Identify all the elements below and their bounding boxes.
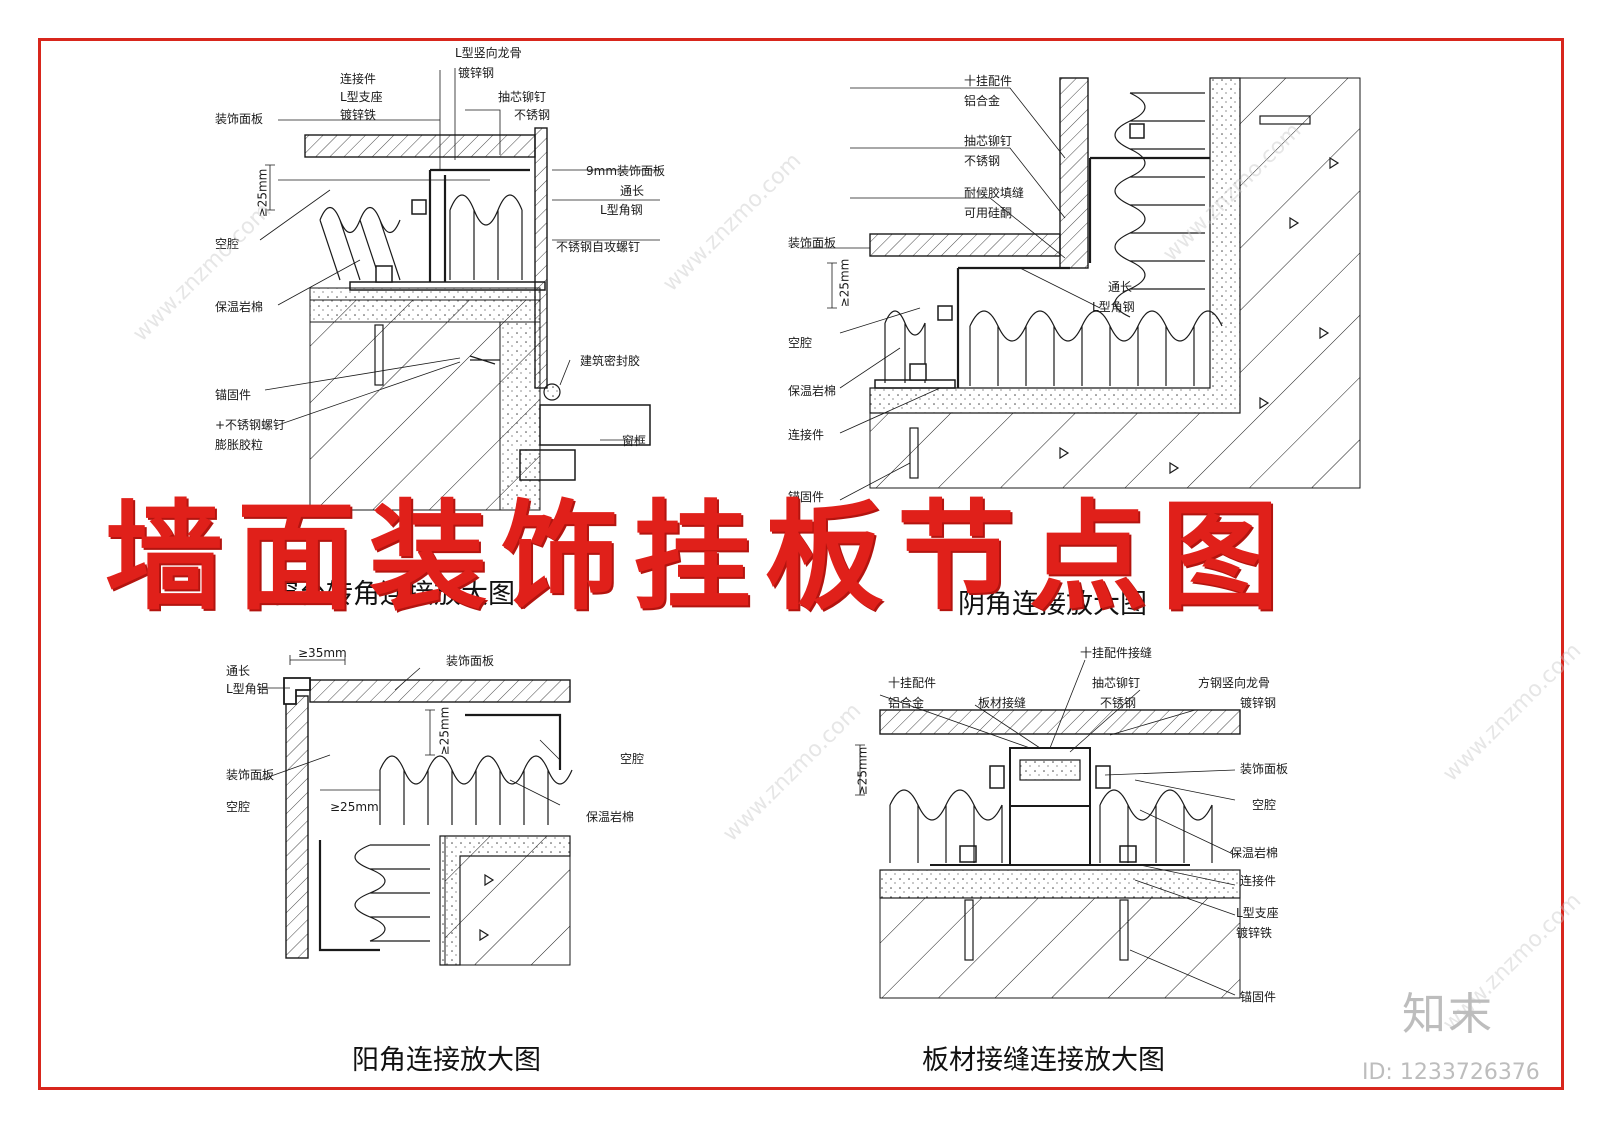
detail-window-sill-corner bbox=[259, 68, 660, 511]
label-blind-rivet: 抽芯铆钉 bbox=[498, 90, 547, 104]
label-expansion-plug: 膨胀胶粒 bbox=[215, 438, 264, 452]
label-gap-25mm-5: ≥25mm bbox=[855, 746, 870, 796]
label-stainless-2: 不锈钢 bbox=[964, 154, 1001, 168]
label-galvanized-iron-2: 镀锌铁 bbox=[1236, 926, 1273, 940]
label-decorative-panel: 装饰面板 bbox=[215, 112, 264, 126]
label-full-length-2: 通长 bbox=[1108, 280, 1133, 294]
detail-panel-joint bbox=[855, 659, 1241, 999]
label-tapping-screw: 不锈钢自攻螺钉 bbox=[556, 240, 641, 254]
label-cavity-2: 空腔 bbox=[788, 336, 813, 350]
label-anchor: 锚固件 bbox=[215, 388, 252, 402]
label-rock-wool-4: 保温岩棉 bbox=[1230, 846, 1279, 860]
label-connector-3: 连接件 bbox=[1240, 874, 1277, 888]
id-label: ID: 1233726376 bbox=[1362, 1060, 1540, 1085]
caption-panel-joint: 板材接缝连接放大图 bbox=[922, 1045, 1165, 1076]
label-rock-wool-3: 保温岩棉 bbox=[586, 810, 635, 824]
label-hanger-joint: 十挂配件接缝 bbox=[1080, 646, 1153, 660]
label-blind-rivet-3: 抽芯铆钉 bbox=[1092, 676, 1141, 690]
label-cavity-3: 空腔 bbox=[226, 800, 251, 814]
label-anchor-2: 锚固件 bbox=[788, 490, 825, 504]
label-connector: 连接件 bbox=[340, 72, 377, 86]
label-gap-35mm: ≥35mm bbox=[298, 646, 347, 660]
label-connector-2: 连接件 bbox=[788, 428, 825, 442]
label-rock-wool-2: 保温岩棉 bbox=[788, 384, 837, 398]
label-blind-rivet-2: 抽芯铆钉 bbox=[964, 134, 1013, 148]
brand-logo: 知末 bbox=[1402, 989, 1494, 1040]
label-9mm-panel: 9mm装饰面板 bbox=[586, 164, 666, 178]
label-l-support-2: L型支座 bbox=[1236, 906, 1279, 920]
label-l-angle-2: L型角钢 bbox=[1092, 300, 1135, 314]
label-l-angle-steel: L型角钢 bbox=[600, 203, 643, 217]
label-stainless-3: 不锈钢 bbox=[1100, 696, 1137, 710]
label-window-frame: 窗框 bbox=[622, 434, 647, 448]
label-silicone: 可用硅酮 bbox=[964, 206, 1013, 220]
label-gap-25mm-3: ≥25mm bbox=[437, 706, 452, 756]
detail-inner-corner bbox=[800, 77, 1361, 501]
label-aluminum-2: 铝合金 bbox=[888, 696, 925, 710]
label-l-keel: L型竖向龙骨 bbox=[455, 46, 522, 60]
label-galvanized-steel: 镀锌钢 bbox=[458, 66, 495, 80]
label-rock-wool: 保温岩棉 bbox=[215, 300, 264, 314]
label-full-length: 通长 bbox=[620, 184, 645, 198]
label-galvanized-steel-2: 镀锌钢 bbox=[1240, 696, 1277, 710]
label-panel-joint: 板材接缝 bbox=[978, 696, 1027, 710]
drawing-title: 墙面装饰挂板节点图 bbox=[105, 488, 1294, 626]
label-l-angle-aluminum: L型角铝 bbox=[226, 682, 269, 696]
label-l-support: L型支座 bbox=[340, 90, 383, 104]
label-decorative-panel-3: 装饰面板 bbox=[226, 768, 275, 782]
label-stainless-steel: 不锈钢 bbox=[514, 108, 551, 122]
label-cavity-5: 空腔 bbox=[1252, 798, 1277, 812]
label-galvanized-iron: 镀锌铁 bbox=[340, 108, 377, 122]
label-gap-25mm-2: ≥25mm bbox=[837, 258, 852, 308]
label-ss-screw: +不锈钢螺钉 bbox=[215, 418, 286, 432]
caption-outer-corner: 阳角连接放大图 bbox=[352, 1045, 541, 1076]
label-decorative-panel-5: 装饰面板 bbox=[1240, 762, 1289, 776]
label-full-length-3: 通长 bbox=[226, 664, 251, 678]
label-weather-seal: 耐候胶填缝 bbox=[964, 186, 1025, 200]
caption-window-sill: 窗台转角连接放大图 bbox=[272, 579, 515, 610]
label-hanger: 十挂配件 bbox=[964, 74, 1013, 88]
drawing-frame bbox=[38, 38, 1564, 1090]
caption-inner-corner: 阴角连接放大图 bbox=[958, 589, 1147, 620]
label-gap-25mm-4: ≥25mm bbox=[330, 800, 379, 814]
label-hanger-2: 十挂配件 bbox=[888, 676, 937, 690]
label-cavity-4: 空腔 bbox=[620, 752, 645, 766]
label-square-tube-keel: 方钢竖向龙骨 bbox=[1198, 676, 1271, 690]
label-decorative-panel-4: 装饰面板 bbox=[446, 654, 495, 668]
label-sealant: 建筑密封胶 bbox=[580, 354, 641, 368]
label-cavity: 空腔 bbox=[215, 237, 240, 251]
detail-outer-corner bbox=[259, 655, 573, 966]
label-anchor-3: 锚固件 bbox=[1240, 990, 1277, 1004]
label-decorative-panel-2: 装饰面板 bbox=[788, 236, 837, 250]
label-aluminum: 铝合金 bbox=[964, 94, 1001, 108]
